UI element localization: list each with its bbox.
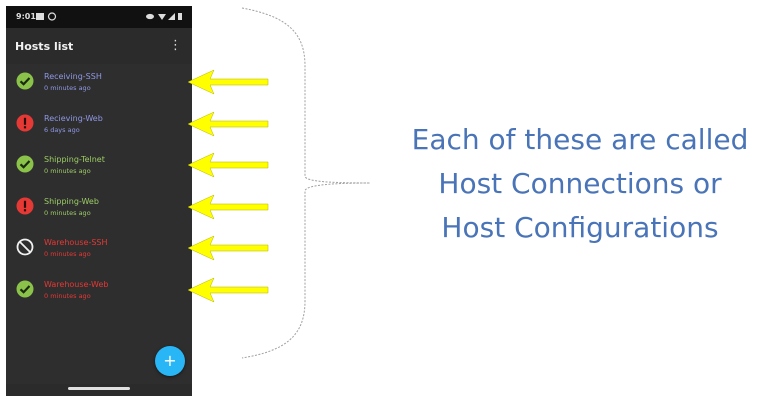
navigation-bar [6, 384, 192, 396]
host-last-connected: 0 minutes ago [44, 250, 91, 259]
notification-icon [36, 12, 57, 21]
curly-bracket [241, 7, 371, 359]
page-title: Hosts list [15, 40, 74, 53]
caption-text: Each of these are called Host Connection… [380, 118, 770, 250]
host-item[interactable]: Shipping-Web 0 minutes ago [6, 189, 192, 229]
caption-line-3: Host Configurations [441, 211, 719, 244]
host-last-connected: 6 days ago [44, 125, 80, 134]
host-name: Warehouse-SSH [44, 238, 108, 248]
error-circle-icon [16, 197, 34, 215]
caption-line-2: Host Connections or [438, 167, 722, 200]
status-time: 9:01 [16, 12, 36, 21]
yellow-arrow [187, 111, 269, 137]
yellow-arrow [187, 69, 269, 95]
app-bar: Hosts list ⋮ [6, 28, 192, 64]
yellow-arrow [187, 194, 269, 220]
yellow-arrow [187, 152, 269, 178]
check-circle-icon [16, 280, 34, 298]
host-item[interactable]: Warehouse-Web 0 minutes ago [6, 272, 192, 312]
error-circle-icon [16, 114, 34, 132]
yellow-arrow [187, 277, 269, 303]
host-name: Shipping-Telnet [44, 155, 105, 165]
signal-icon [168, 13, 175, 20]
host-name: Warehouse-Web [44, 280, 109, 289]
host-last-connected: 0 minutes ago [44, 84, 91, 92]
blocked-icon [16, 238, 34, 256]
host-item[interactable]: Recieving-Web 6 days ago [6, 106, 192, 146]
caption-line-1: Each of these are called [411, 123, 749, 156]
check-circle-icon [16, 72, 34, 90]
eye-icon [146, 13, 154, 20]
phone-screen: 9:01 Hosts list ⋮ Receiving-SSH 0 minutes… [6, 6, 192, 396]
yellow-arrow [187, 235, 269, 261]
notification-icons [36, 12, 60, 23]
battery-icon [178, 13, 182, 20]
host-name: Recieving-Web [44, 113, 103, 123]
host-name: Shipping-Web [44, 196, 99, 206]
host-last-connected: 0 minutes ago [44, 208, 91, 217]
home-gesture-handle[interactable] [68, 387, 130, 390]
host-last-connected: 0 minutes ago [44, 167, 91, 176]
add-host-button[interactable]: + [155, 346, 185, 376]
host-last-connected: 0 minutes ago [44, 292, 91, 300]
host-item[interactable]: Warehouse-SSH 0 minutes ago [6, 230, 192, 270]
wifi-icon [158, 14, 166, 20]
check-circle-icon [16, 155, 34, 173]
overflow-menu-icon[interactable]: ⋮ [169, 38, 182, 53]
host-name: Receiving-SSH [44, 72, 102, 81]
status-bar: 9:01 [6, 6, 192, 28]
host-item[interactable]: Receiving-SSH 0 minutes ago [6, 64, 192, 104]
system-icons [146, 12, 184, 23]
host-item[interactable]: Shipping-Telnet 0 minutes ago [6, 147, 192, 187]
